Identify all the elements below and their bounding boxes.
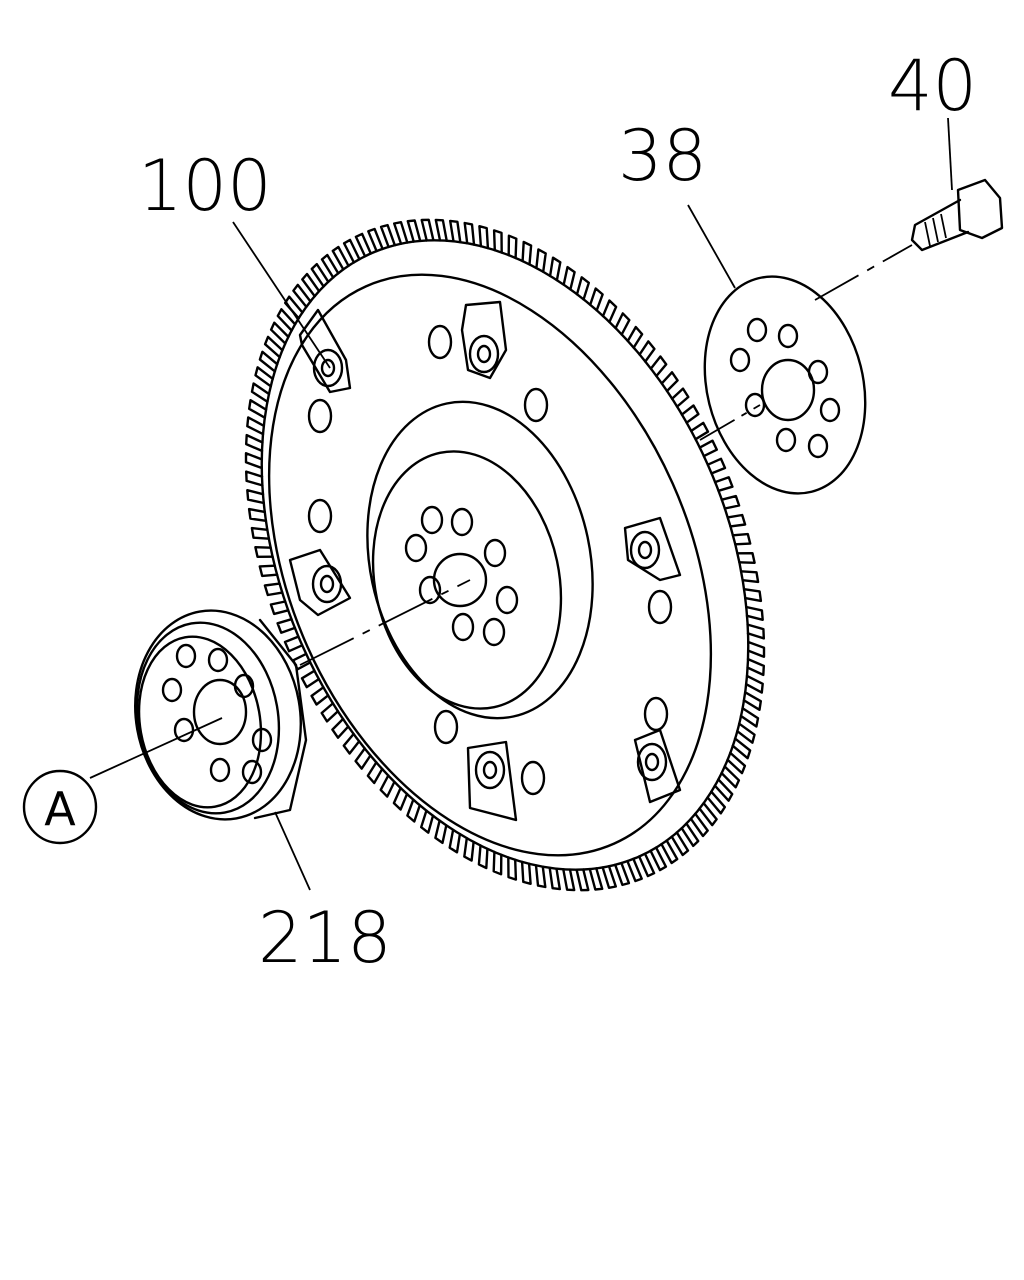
callout-40: 40 (888, 45, 977, 127)
flywheel-bolt (910, 178, 1004, 252)
ring-gear-tooth-outline (244, 218, 766, 892)
flywheel-plate (703, 275, 867, 495)
hub-outer (366, 400, 594, 720)
hub-inner (371, 450, 563, 710)
flywheel (244, 218, 766, 892)
flywheel-bosses (288, 300, 682, 822)
callout-100: 100 (138, 145, 272, 227)
view-reference-letter: A (44, 782, 76, 836)
pilot-bearing-holes (161, 643, 273, 785)
callout-38: 38 (618, 115, 707, 197)
ring-gear-outer (260, 239, 750, 871)
plate-bolt-holes (729, 317, 841, 459)
hub-bore (432, 552, 488, 608)
flywheel-outer-holes (307, 324, 673, 796)
assembly-centerline (299, 244, 913, 666)
pilot-bearing (134, 609, 308, 821)
ring-gear-teeth (244, 218, 766, 892)
leader-lines (89, 117, 953, 891)
view-reference-marker: A (22, 769, 98, 845)
crank-bolt-holes (404, 505, 519, 647)
ring-gear-inner (267, 273, 713, 857)
callout-218: 218 (258, 897, 392, 979)
